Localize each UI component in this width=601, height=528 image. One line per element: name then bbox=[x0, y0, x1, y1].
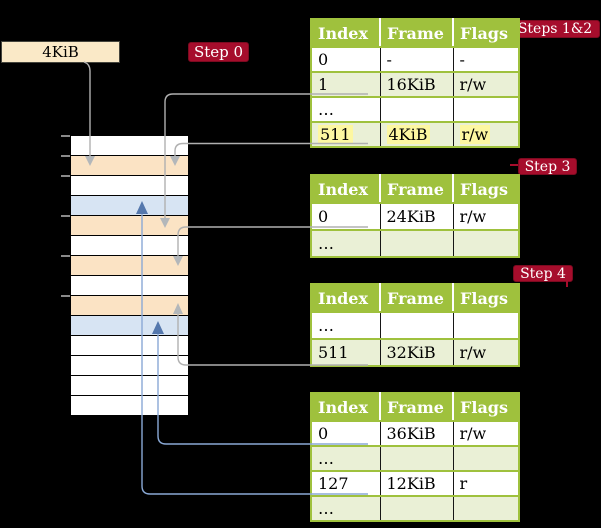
column-header-frame: Frame bbox=[379, 393, 453, 422]
step-4-badge-label: Step 4 bbox=[520, 265, 566, 282]
memory-frame-row bbox=[71, 316, 188, 336]
cell-frame: 32KiB bbox=[386, 343, 436, 362]
cell-index: 0 bbox=[318, 50, 329, 69]
column-header-index: Index bbox=[311, 175, 380, 204]
cell-flags: r/w bbox=[459, 207, 487, 226]
table-header-row: Index Frame Flags bbox=[311, 393, 519, 422]
cell-index: … bbox=[318, 234, 334, 253]
column-header-frame: Frame bbox=[379, 19, 453, 48]
address-tick bbox=[61, 135, 70, 137]
table-row: … bbox=[311, 229, 519, 257]
page-table-2: Index Frame Flags 0 24KiB r/w … bbox=[310, 174, 520, 258]
cell-index: 127 bbox=[318, 474, 349, 493]
table-row: 0 24KiB r/w bbox=[311, 202, 519, 230]
memory-frame-row bbox=[71, 276, 188, 296]
step-4-badge: Step 4 bbox=[513, 265, 573, 282]
step-4-pointer-dash bbox=[566, 281, 568, 287]
memory-frame-row bbox=[71, 336, 188, 356]
table-header-row: Index Frame Flags bbox=[311, 284, 519, 313]
table-row: 0 36KiB r/w bbox=[311, 420, 519, 446]
column-header-index: Index bbox=[311, 284, 380, 313]
address-tick bbox=[61, 295, 70, 297]
table-row: 511 32KiB r/w bbox=[311, 338, 519, 366]
address-tick bbox=[61, 155, 70, 157]
memory-frame-row bbox=[71, 196, 188, 216]
memory-frame-row bbox=[71, 396, 188, 415]
page-size-label-text: 4KiB bbox=[42, 43, 79, 61]
memory-frame-row bbox=[71, 216, 188, 236]
memory-frame-row bbox=[71, 356, 188, 376]
table-row: … bbox=[311, 495, 519, 521]
steps-1-2-badge-label: Steps 1&2 bbox=[517, 21, 593, 37]
address-tick bbox=[61, 255, 70, 257]
column-header-flags: Flags bbox=[452, 175, 519, 204]
memory-frame-row bbox=[71, 296, 188, 316]
page-size-label: 4KiB bbox=[1, 41, 120, 63]
memory-frame-row bbox=[71, 136, 188, 156]
cell-flags: r/w bbox=[459, 424, 487, 443]
memory-frame-row bbox=[71, 156, 188, 176]
cell-flags: r/w bbox=[459, 125, 491, 144]
step-3-pointer-dash bbox=[510, 164, 518, 166]
column-header-frame: Frame bbox=[379, 175, 453, 204]
physical-memory-column bbox=[70, 135, 189, 416]
table-row: 511 4KiB r/w bbox=[311, 121, 519, 147]
page-table-3: Index Frame Flags … 511 32KiB r/w bbox=[310, 283, 520, 367]
cell-index: 511 bbox=[318, 343, 349, 362]
table-row: … bbox=[311, 96, 519, 122]
step-3-badge: Step 3 bbox=[518, 158, 577, 175]
page-table-1: Index Frame Flags 0 - - 1 16KiB r/w … 51… bbox=[310, 18, 520, 148]
table-row: … bbox=[311, 445, 519, 471]
column-header-flags: Flags bbox=[452, 19, 519, 48]
table-row: 127 12KiB r bbox=[311, 470, 519, 496]
memory-frame-row bbox=[71, 376, 188, 396]
step-0-badge: Step 0 bbox=[188, 42, 249, 62]
cell-index: … bbox=[318, 100, 334, 119]
cell-index: 1 bbox=[318, 75, 329, 94]
cell-frame: 36KiB bbox=[386, 424, 436, 443]
cell-index: … bbox=[318, 316, 334, 335]
cell-frame: 24KiB bbox=[386, 207, 436, 226]
cell-flags: r/w bbox=[459, 343, 487, 362]
table-row: 1 16KiB r/w bbox=[311, 71, 519, 97]
address-tick bbox=[61, 215, 70, 217]
steps-1-2-badge: Steps 1&2 bbox=[510, 20, 600, 38]
column-header-flags: Flags bbox=[452, 284, 519, 313]
memory-frame-row bbox=[71, 176, 188, 196]
cell-frame: 12KiB bbox=[386, 474, 436, 493]
cell-flags: r/w bbox=[459, 75, 487, 94]
memory-frame-row bbox=[71, 236, 188, 256]
cell-frame: - bbox=[386, 50, 392, 69]
column-header-flags: Flags bbox=[452, 393, 519, 422]
memory-frame-row bbox=[71, 256, 188, 276]
cell-frame: 16KiB bbox=[386, 75, 436, 94]
address-tick bbox=[61, 175, 70, 177]
cell-index: 0 bbox=[318, 424, 329, 443]
cell-frame: 4KiB bbox=[386, 125, 430, 144]
cell-flags: - bbox=[459, 50, 465, 69]
table-header-row: Index Frame Flags bbox=[311, 19, 519, 48]
column-header-frame: Frame bbox=[379, 284, 453, 313]
cell-index: … bbox=[318, 449, 334, 468]
cell-flags: r bbox=[459, 474, 468, 493]
table-row: 0 - - bbox=[311, 46, 519, 72]
table-header-row: Index Frame Flags bbox=[311, 175, 519, 204]
page-table-4: Index Frame Flags 0 36KiB r/w … 127 12Ki… bbox=[310, 392, 520, 522]
table-row: … bbox=[311, 311, 519, 339]
column-header-index: Index bbox=[311, 19, 380, 48]
cell-index: 511 bbox=[318, 125, 353, 144]
step-3-badge-label: Step 3 bbox=[524, 158, 571, 175]
cell-index: 0 bbox=[318, 207, 329, 226]
column-header-index: Index bbox=[311, 393, 380, 422]
step-0-badge-label: Step 0 bbox=[193, 43, 244, 61]
cell-index: … bbox=[318, 499, 334, 518]
